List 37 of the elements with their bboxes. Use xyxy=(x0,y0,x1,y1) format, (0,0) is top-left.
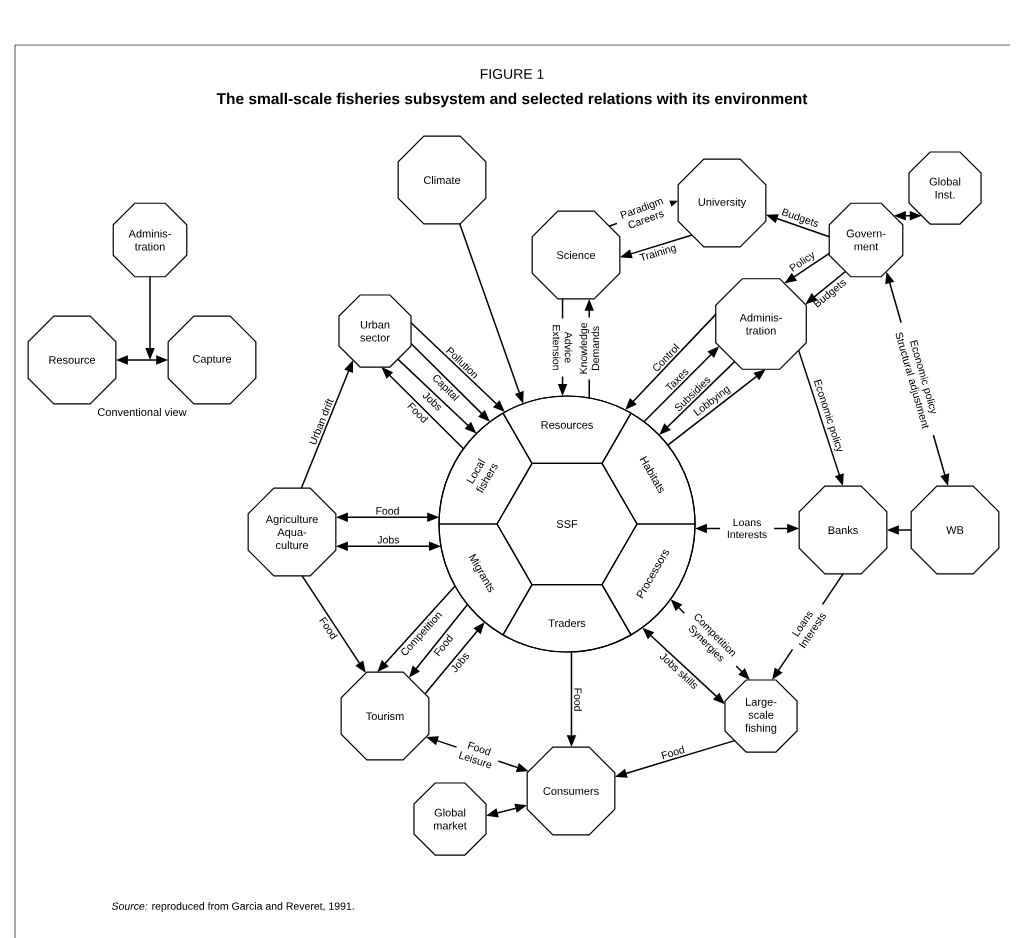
octagon-box: Banks xyxy=(798,485,888,575)
arrow xyxy=(424,622,485,695)
edge-label: Loans Interests xyxy=(720,517,775,540)
octagon-box: Large-scale fishing xyxy=(724,679,798,753)
figure-number: FIGURE 1 xyxy=(480,69,544,79)
edge-label: Training xyxy=(639,245,677,261)
arrow xyxy=(410,321,505,412)
edge-label: Food xyxy=(661,745,685,760)
ring-sector: Traders xyxy=(502,584,632,653)
ring-sector: Resources xyxy=(502,395,632,464)
octagon-box: Science xyxy=(531,210,621,300)
octagon-box: Climate xyxy=(397,135,487,225)
octagon-box: Global market xyxy=(413,782,487,856)
arrow xyxy=(410,342,490,422)
octagon-box: University xyxy=(677,158,767,248)
octagon-box: Govern-ment xyxy=(828,202,904,278)
octagon-box: Adminis-tration xyxy=(112,202,188,278)
caption-label: Conventional view xyxy=(97,407,187,417)
edge-label: Food xyxy=(574,688,582,711)
octagon-box: Agriculture Aqua-culture xyxy=(247,487,337,577)
octagon-box: Global Inst. xyxy=(908,151,982,225)
arrow xyxy=(625,313,717,410)
octagon-box: Consumers xyxy=(526,746,616,836)
octagon-box: Capture xyxy=(167,315,257,405)
edge-label: Food xyxy=(376,506,399,515)
octagon-box: WB xyxy=(910,485,1000,575)
source-note: Source: reproduced from Garcia and Reveret, 1991. xyxy=(111,902,354,912)
octagon-box: Adminis-tration xyxy=(715,278,807,370)
octagon-box: Urban sector xyxy=(338,294,412,368)
edge-label: Jobs xyxy=(377,535,400,544)
node-label: SSF xyxy=(556,520,578,528)
figure-title: The small-scale fisheries subsystem and selected relations with its environment xyxy=(216,92,808,108)
octagon-box: Resource xyxy=(27,315,117,405)
edge-label: Advice Extension xyxy=(551,318,574,377)
edge-label: Urban drift xyxy=(309,398,334,445)
edge-label: Knowledge Demands xyxy=(578,317,601,380)
octagon-box: Tourism xyxy=(340,671,430,761)
